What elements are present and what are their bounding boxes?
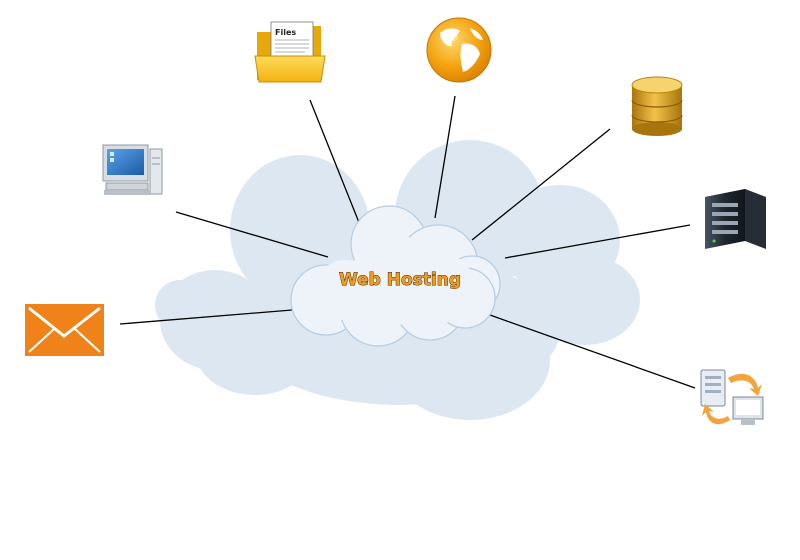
- connector-lines: [119, 95, 696, 389]
- folder-label: Files: [275, 28, 296, 37]
- connector-email: [119, 309, 293, 325]
- connector-database: [471, 128, 611, 241]
- center-label: Web Hosting: [339, 270, 461, 290]
- web-hosting-cloud: [290, 205, 501, 347]
- connector-desktop: [175, 211, 329, 258]
- globe-icon: [426, 17, 492, 83]
- connector-transfer: [489, 314, 696, 389]
- desktop-computer-icon: [102, 144, 163, 195]
- email-envelope-icon: [25, 304, 104, 356]
- connector-folder: [309, 99, 361, 226]
- connector-globe: [434, 95, 456, 219]
- server-icon: [705, 189, 766, 249]
- connector-server: [504, 224, 691, 259]
- database-icon: [631, 76, 683, 136]
- folder-icon: Files: [254, 21, 326, 83]
- data-transfer-icon: [700, 369, 764, 425]
